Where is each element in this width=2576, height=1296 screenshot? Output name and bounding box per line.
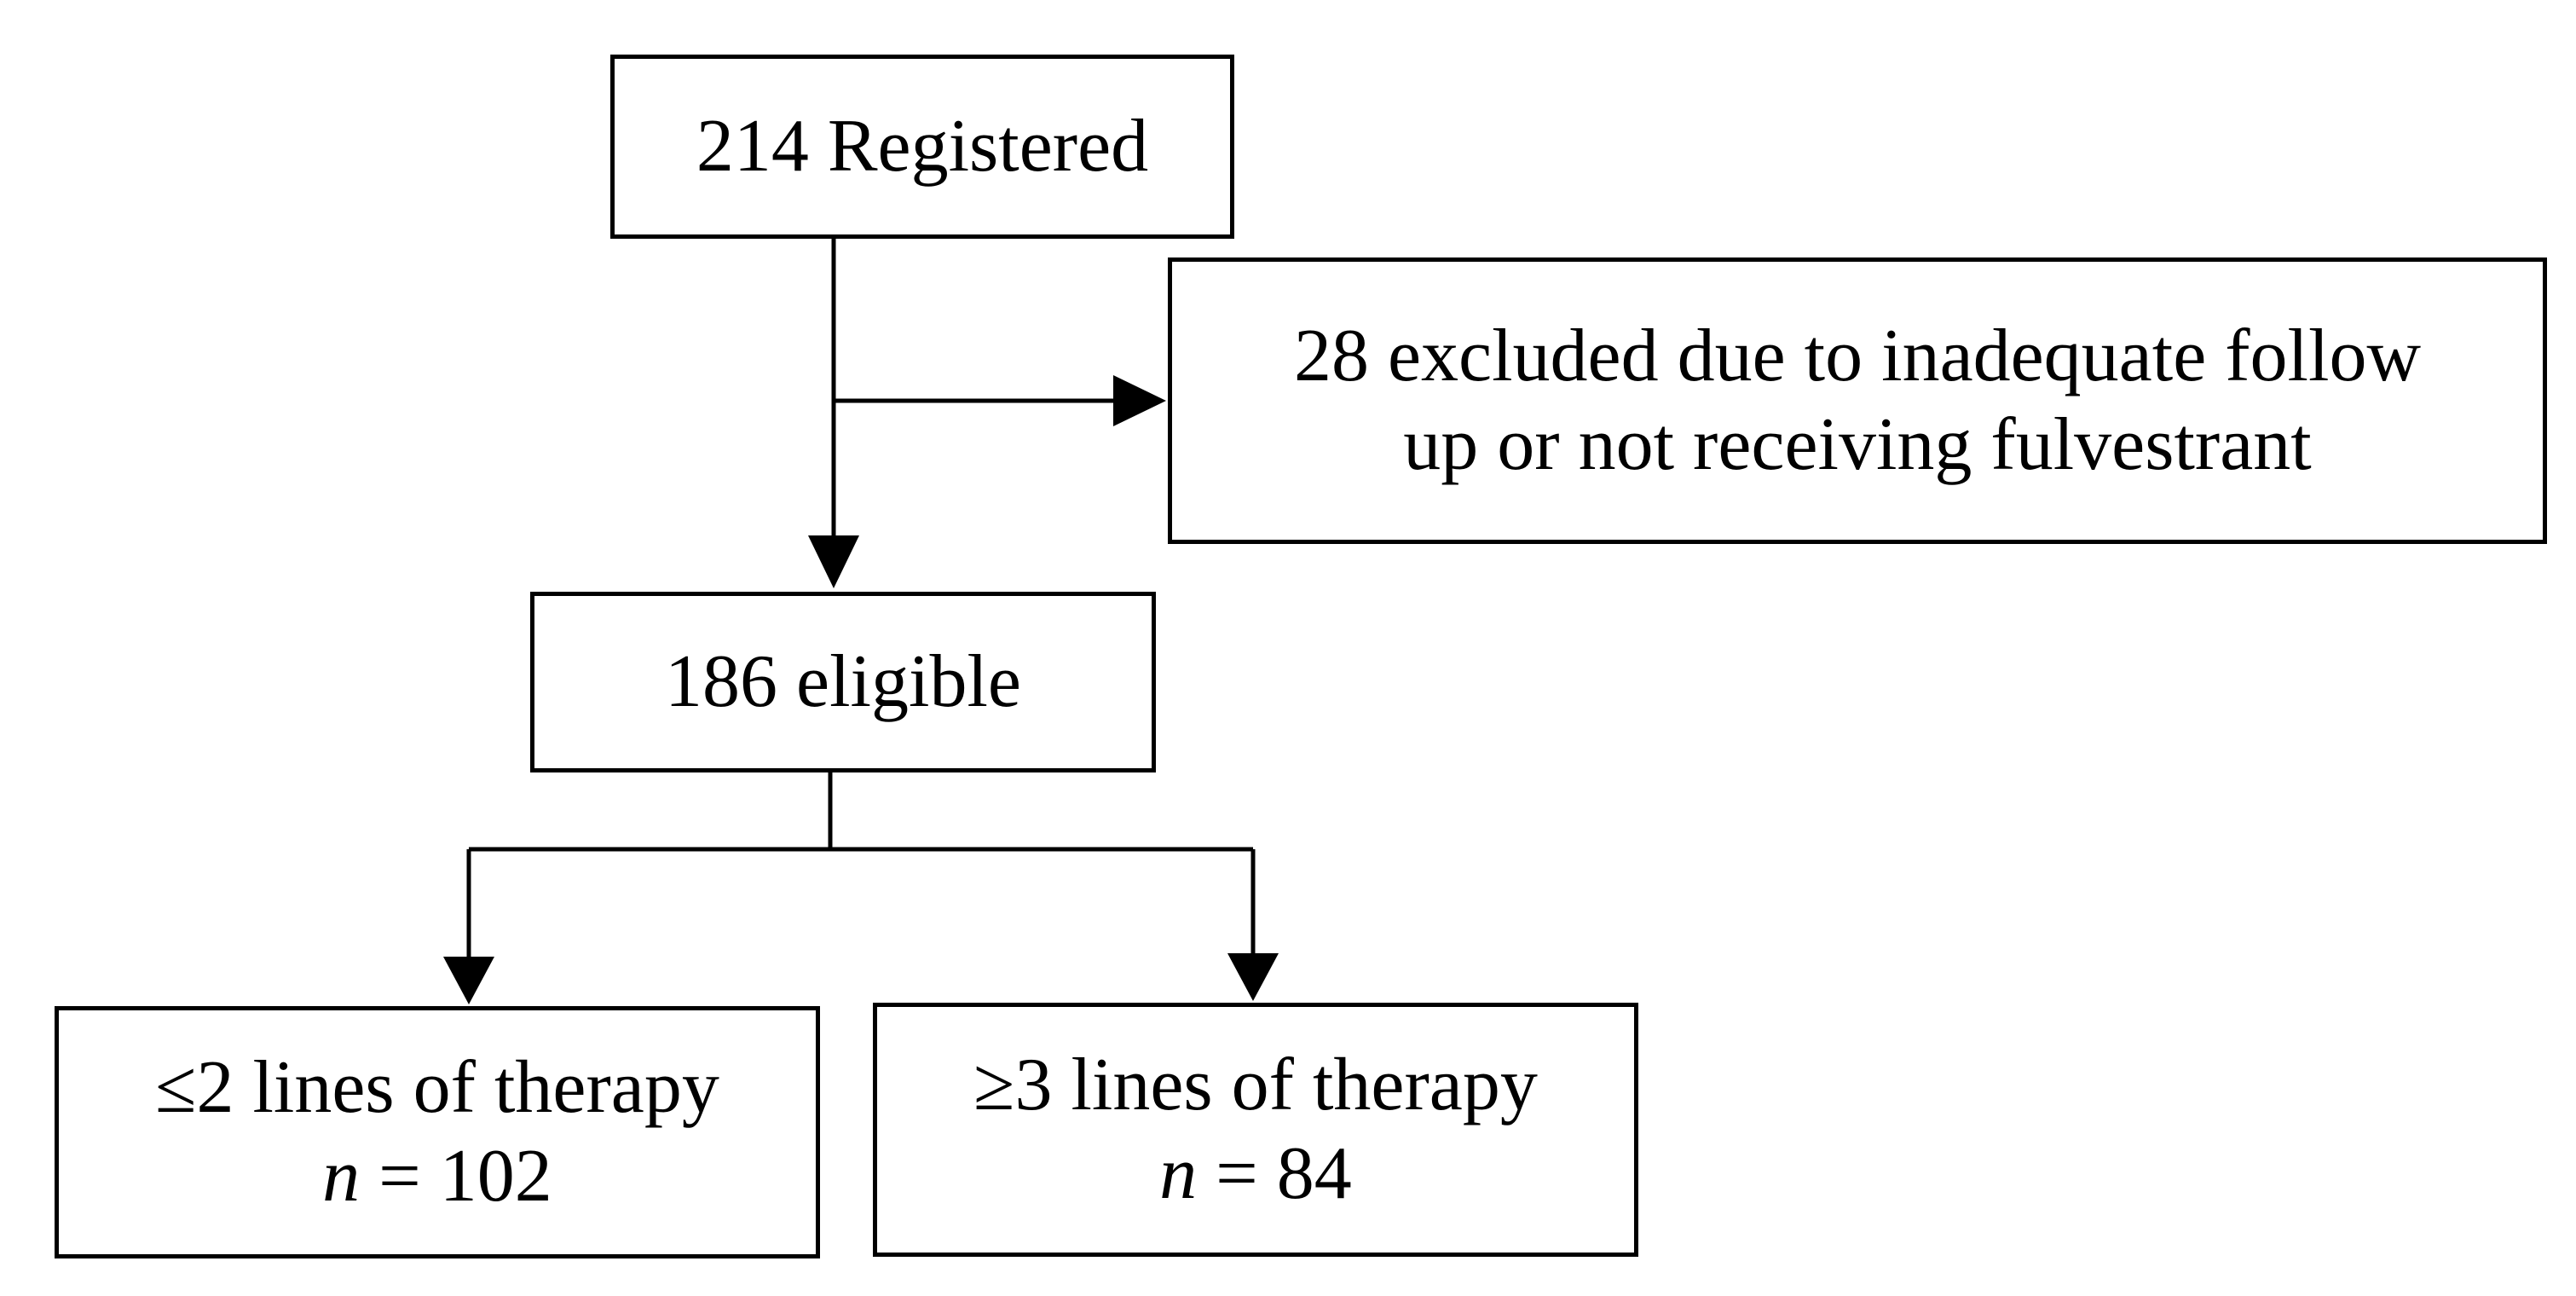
- excluded-label-line-2: up or not receiving fulvestrant: [1403, 403, 2312, 486]
- low-lines-n-value: = 102: [360, 1135, 552, 1218]
- high-lines-group-box: ≥3 lines of therapy n = 84: [873, 1003, 1638, 1257]
- arrowhead-to-left-group: [443, 957, 494, 1004]
- registered-box: 214 Registered: [610, 55, 1234, 239]
- arrowhead-to-right-group: [1227, 953, 1279, 1001]
- eligible-label: 186 eligible: [665, 640, 1021, 724]
- high-lines-group-label: ≥3 lines of therapy: [973, 1044, 1538, 1127]
- registered-label: 214 Registered: [696, 105, 1149, 188]
- low-lines-group-label: ≤2 lines of therapy: [155, 1046, 719, 1130]
- high-lines-n-symbol: n: [1159, 1132, 1198, 1215]
- arrowhead-to-excluded: [1113, 375, 1166, 426]
- low-lines-n-symbol: n: [322, 1135, 361, 1218]
- excluded-label-line-1: 28 excluded due to inadequate follow: [1293, 315, 2422, 398]
- eligible-box: 186 eligible: [530, 592, 1156, 772]
- low-lines-group-count: n = 102: [322, 1132, 552, 1221]
- high-lines-group-count: n = 84: [1159, 1130, 1352, 1218]
- arrowhead-to-eligible: [808, 535, 859, 588]
- low-lines-group-box: ≤2 lines of therapy n = 102: [55, 1006, 820, 1258]
- high-lines-n-value: = 84: [1197, 1132, 1352, 1215]
- excluded-box: 28 excluded due to inadequate follow up …: [1168, 257, 2547, 544]
